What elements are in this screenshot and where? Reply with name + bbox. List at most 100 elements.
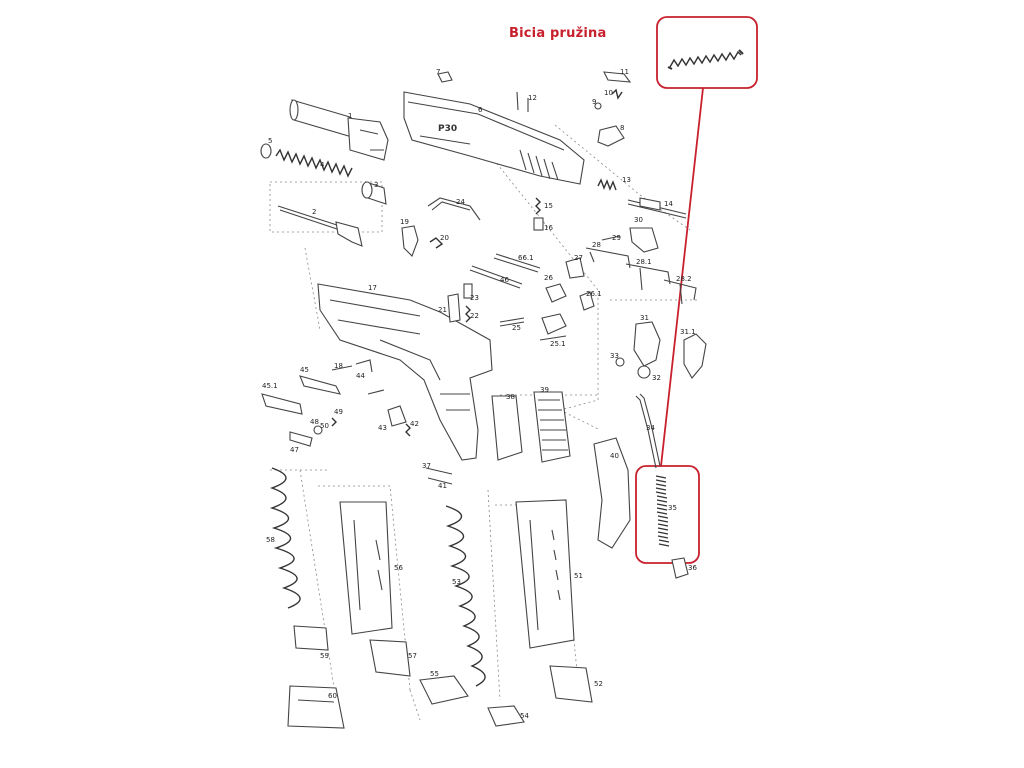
part-follower-59 bbox=[293, 625, 329, 651]
label-33: 33 bbox=[610, 352, 619, 360]
label-31: 31 bbox=[640, 314, 649, 322]
part-26-27 bbox=[545, 257, 595, 311]
enlarged-striker-spring bbox=[667, 49, 744, 70]
label-28-1: 28.1 bbox=[636, 258, 652, 266]
label-14: 14 bbox=[664, 200, 673, 208]
label-25: 25 bbox=[512, 324, 521, 332]
part-42-44 bbox=[355, 359, 411, 437]
label-37: 37 bbox=[422, 462, 431, 470]
label-3: 3 bbox=[374, 181, 378, 189]
label-66-1: 66.1 bbox=[518, 254, 534, 262]
part-21-23 bbox=[447, 283, 473, 323]
part-spring-13 bbox=[597, 178, 617, 191]
part-floorplate-55 bbox=[419, 675, 469, 705]
label-58: 58 bbox=[266, 536, 275, 544]
part-strut-34 bbox=[635, 393, 661, 469]
part-66-1 bbox=[493, 253, 541, 273]
label-22: 22 bbox=[470, 312, 479, 320]
callout-connector bbox=[660, 87, 704, 467]
label-8: 8 bbox=[620, 124, 624, 132]
label-4: 4 bbox=[320, 161, 325, 169]
label-29: 29 bbox=[612, 234, 621, 242]
label-27: 27 bbox=[574, 254, 583, 262]
label-31-1: 31.1 bbox=[680, 328, 696, 336]
label-51: 51 bbox=[574, 572, 583, 580]
label-57: 57 bbox=[408, 652, 417, 660]
label-43: 43 bbox=[378, 424, 387, 432]
label-16: 16 bbox=[544, 224, 553, 232]
part-15-16 bbox=[533, 197, 544, 231]
slide-marking: P30 bbox=[438, 124, 457, 134]
part-slide: P30 bbox=[403, 91, 585, 185]
label-19: 19 bbox=[400, 218, 409, 226]
part-firing-pin bbox=[627, 197, 687, 219]
part-magazine-base-52 bbox=[549, 665, 593, 703]
part-labels: 1 2 3 4 5 6 7 8 9 10 11 12 13 14 15 16 1… bbox=[262, 68, 697, 720]
label-17: 17 bbox=[368, 284, 377, 292]
label-44: 44 bbox=[356, 372, 365, 380]
label-2: 2 bbox=[312, 208, 316, 216]
part-backstraps bbox=[491, 391, 571, 463]
part-extractor-group bbox=[437, 71, 632, 147]
label-11: 11 bbox=[620, 68, 629, 76]
label-24: 24 bbox=[456, 198, 465, 206]
part-magazine-base-57 bbox=[369, 639, 411, 677]
part-pins-lower bbox=[331, 365, 385, 395]
label-45: 45 bbox=[300, 366, 309, 374]
part-29-30 bbox=[601, 227, 659, 253]
part-frame bbox=[317, 283, 493, 461]
label-1: 1 bbox=[348, 112, 352, 120]
label-56: 56 bbox=[394, 564, 403, 572]
label-52: 52 bbox=[594, 680, 603, 688]
label-15: 15 bbox=[544, 202, 553, 210]
label-12: 12 bbox=[528, 94, 537, 102]
label-9: 9 bbox=[592, 98, 596, 106]
label-53: 53 bbox=[452, 578, 461, 586]
label-42: 42 bbox=[410, 420, 419, 428]
part-guide-rod bbox=[277, 205, 363, 247]
part-46 bbox=[469, 265, 523, 289]
part-barrel bbox=[289, 99, 389, 161]
label-28-2: 28.2 bbox=[676, 275, 692, 283]
label-32: 32 bbox=[652, 374, 661, 382]
part-magazine-51 bbox=[515, 499, 575, 649]
label-13: 13 bbox=[622, 176, 631, 184]
part-bushing bbox=[361, 181, 387, 205]
label-6: 6 bbox=[478, 106, 483, 114]
part-floorplate-60 bbox=[287, 685, 345, 729]
label-35: 35 bbox=[668, 504, 677, 512]
label-59: 59 bbox=[320, 652, 329, 660]
callout-box-part bbox=[635, 465, 700, 564]
label-49: 49 bbox=[334, 408, 343, 416]
label-39: 39 bbox=[540, 386, 549, 394]
label-38: 38 bbox=[506, 393, 515, 401]
part-trigger bbox=[401, 197, 481, 257]
label-47: 47 bbox=[290, 446, 299, 454]
part-washer bbox=[260, 143, 272, 159]
label-40: 40 bbox=[610, 452, 619, 460]
label-30: 30 bbox=[634, 216, 643, 224]
label-48: 48 bbox=[310, 418, 319, 426]
label-41: 41 bbox=[438, 482, 447, 490]
label-46: 46 bbox=[500, 276, 509, 284]
label-54: 54 bbox=[520, 712, 529, 720]
label-26-1: 26.1 bbox=[586, 290, 602, 298]
callout-title: Bicia pružina bbox=[509, 26, 607, 41]
label-18: 18 bbox=[334, 362, 343, 370]
label-7: 7 bbox=[436, 68, 440, 76]
label-60: 60 bbox=[328, 692, 337, 700]
label-34: 34 bbox=[646, 424, 655, 432]
part-follower-54 bbox=[487, 705, 525, 727]
label-45-1: 45.1 bbox=[262, 382, 278, 390]
callout-box-top bbox=[656, 16, 758, 89]
part-recoil-spring bbox=[275, 148, 353, 178]
part-magazine-56 bbox=[339, 501, 393, 635]
part-magazine-spring-53 bbox=[445, 505, 486, 687]
part-hammer-group bbox=[615, 321, 707, 379]
label-20: 20 bbox=[440, 234, 449, 242]
part-magazine-catch-group bbox=[261, 375, 342, 447]
label-23: 23 bbox=[470, 294, 479, 302]
part-25 bbox=[499, 313, 567, 341]
